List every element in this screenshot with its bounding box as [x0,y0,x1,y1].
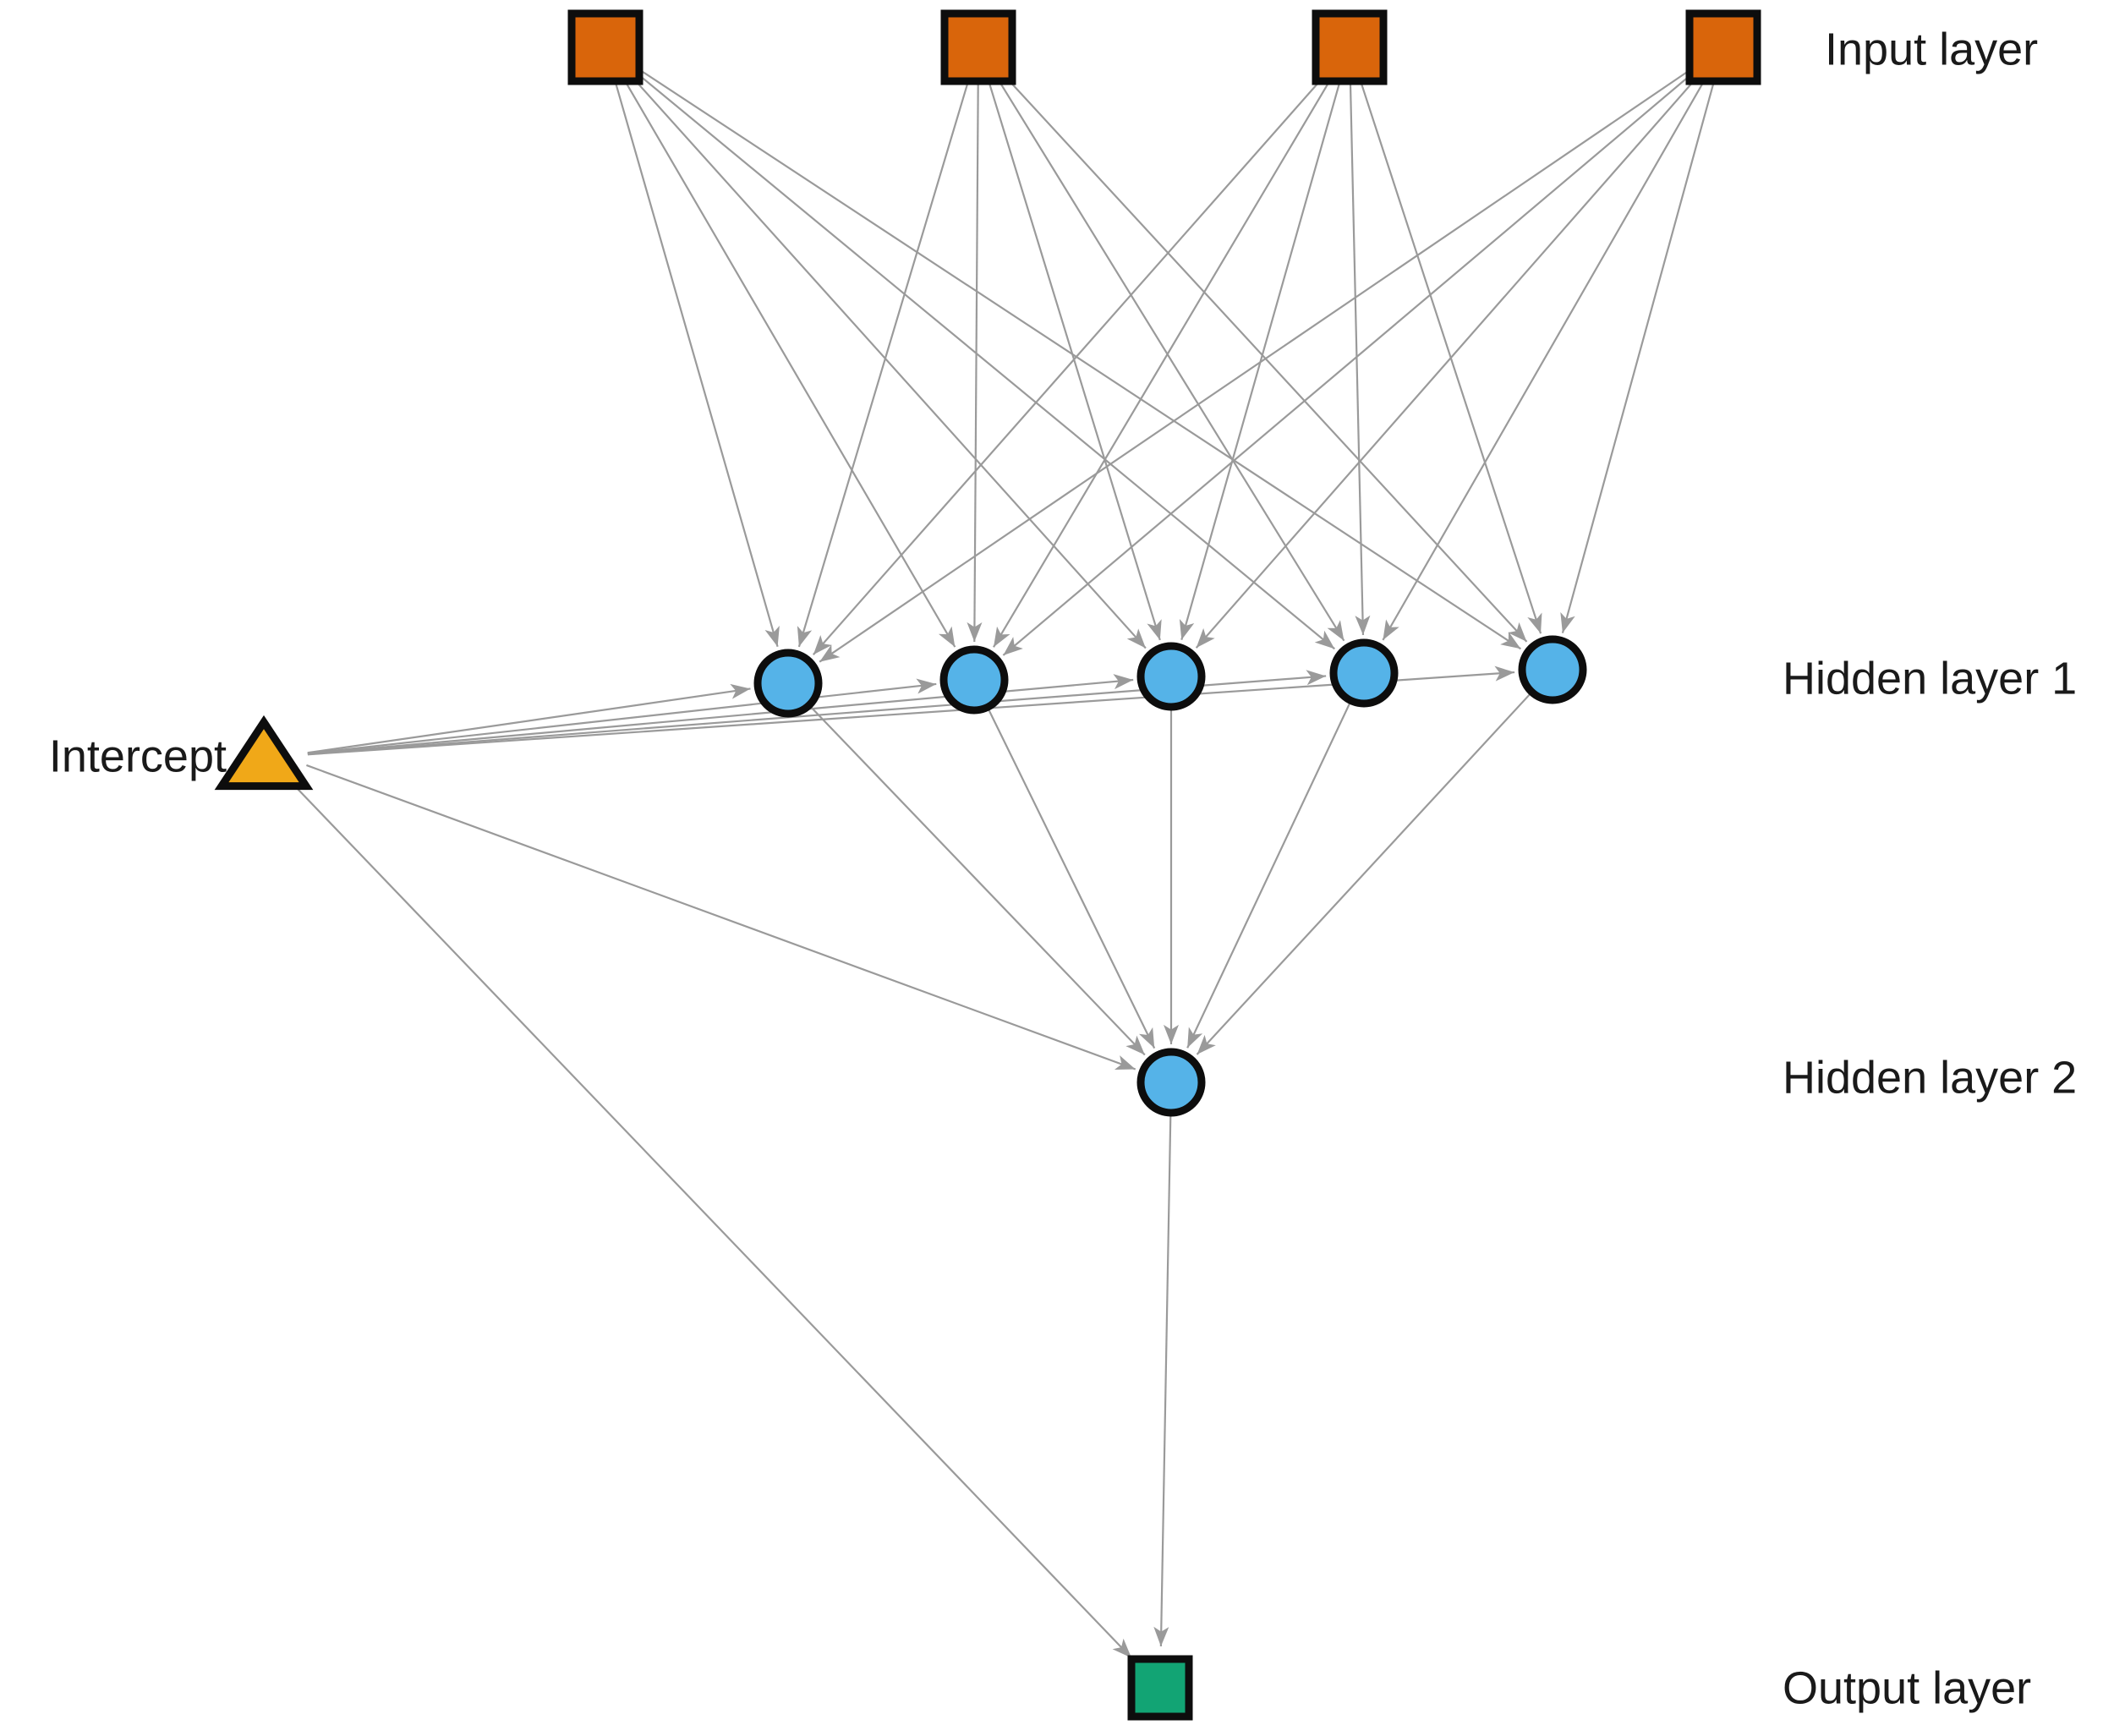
edge-input3-hidden1-2 [993,79,1332,648]
edge-intercept-hidden1-3 [307,674,1134,755]
input-node-2[interactable] [940,9,1016,85]
hidden1-node-2[interactable] [939,645,1009,715]
hidden1-node-3[interactable] [1136,642,1206,711]
input-node-1[interactable] [567,9,644,85]
hidden2-node-1[interactable] [1136,1048,1206,1117]
legend-label-output-layer: Output layer [1783,1662,2031,1713]
edge-intercept-output-1 [289,780,1132,1659]
edge-input2-hidden1-2 [967,84,983,643]
input-node-3[interactable] [1312,9,1388,85]
hidden1-node-1[interactable] [753,649,823,718]
intercept-node[interactable] [214,715,314,791]
legend-label-input-layer: Input layer [1825,24,2038,74]
nodes-group [214,9,1761,1721]
output-node-1[interactable] [1127,1655,1193,1721]
hidden1-node-5[interactable] [1518,635,1587,704]
edge-input1-hidden1-4 [633,70,1335,650]
edge-hidden1-1-hidden2-1 [808,704,1146,1056]
legend-label-hidden-layer-2: Hidden layer 2 [1783,1052,2077,1103]
edges-group [289,67,1715,1659]
legend-label-hidden-layer-1: Hidden layer 1 [1783,653,2077,704]
edge-intercept-hidden1-1 [307,683,751,754]
edge-intercept-hidden1-2 [307,678,937,755]
edge-hidden1-4-hidden2-1 [1186,700,1352,1049]
legend-group: Input layer Hidden layer 1 Hidden layer … [49,24,2077,1713]
intercept-label: Intercept [49,731,227,781]
edge-input2-hidden1-1 [797,82,969,648]
edge-input1-hidden1-2 [623,79,956,648]
edge-intercept-hidden1-5 [307,665,1515,756]
hidden1-node-4[interactable] [1329,638,1399,708]
edge-input4-hidden1-2 [1002,70,1696,656]
edge-hidden1-2-hidden2-1 [986,706,1156,1049]
edge-hidden2-1-output-1 [1153,1112,1172,1647]
edge-input3-hidden1-1 [812,74,1326,655]
edge-input4-hidden1-5 [1560,83,1715,633]
edge-intercept-hidden2-1 [306,764,1136,1071]
edge-input4-hidden1-3 [1195,74,1700,649]
edge-input1-hidden1-3 [629,74,1147,649]
edge-input4-hidden1-4 [1382,79,1706,641]
edge-hidden1-5-hidden2-1 [1196,691,1533,1055]
edge-input3-hidden1-4 [1349,84,1371,636]
edge-input2-hidden1-3 [988,82,1162,641]
edge-input4-hidden1-1 [819,67,1694,663]
edge-input2-hidden1-4 [997,78,1345,642]
input-node-4[interactable] [1685,9,1761,85]
edge-input1-hidden1-5 [636,67,1521,650]
edge-input1-hidden1-1 [615,82,780,648]
